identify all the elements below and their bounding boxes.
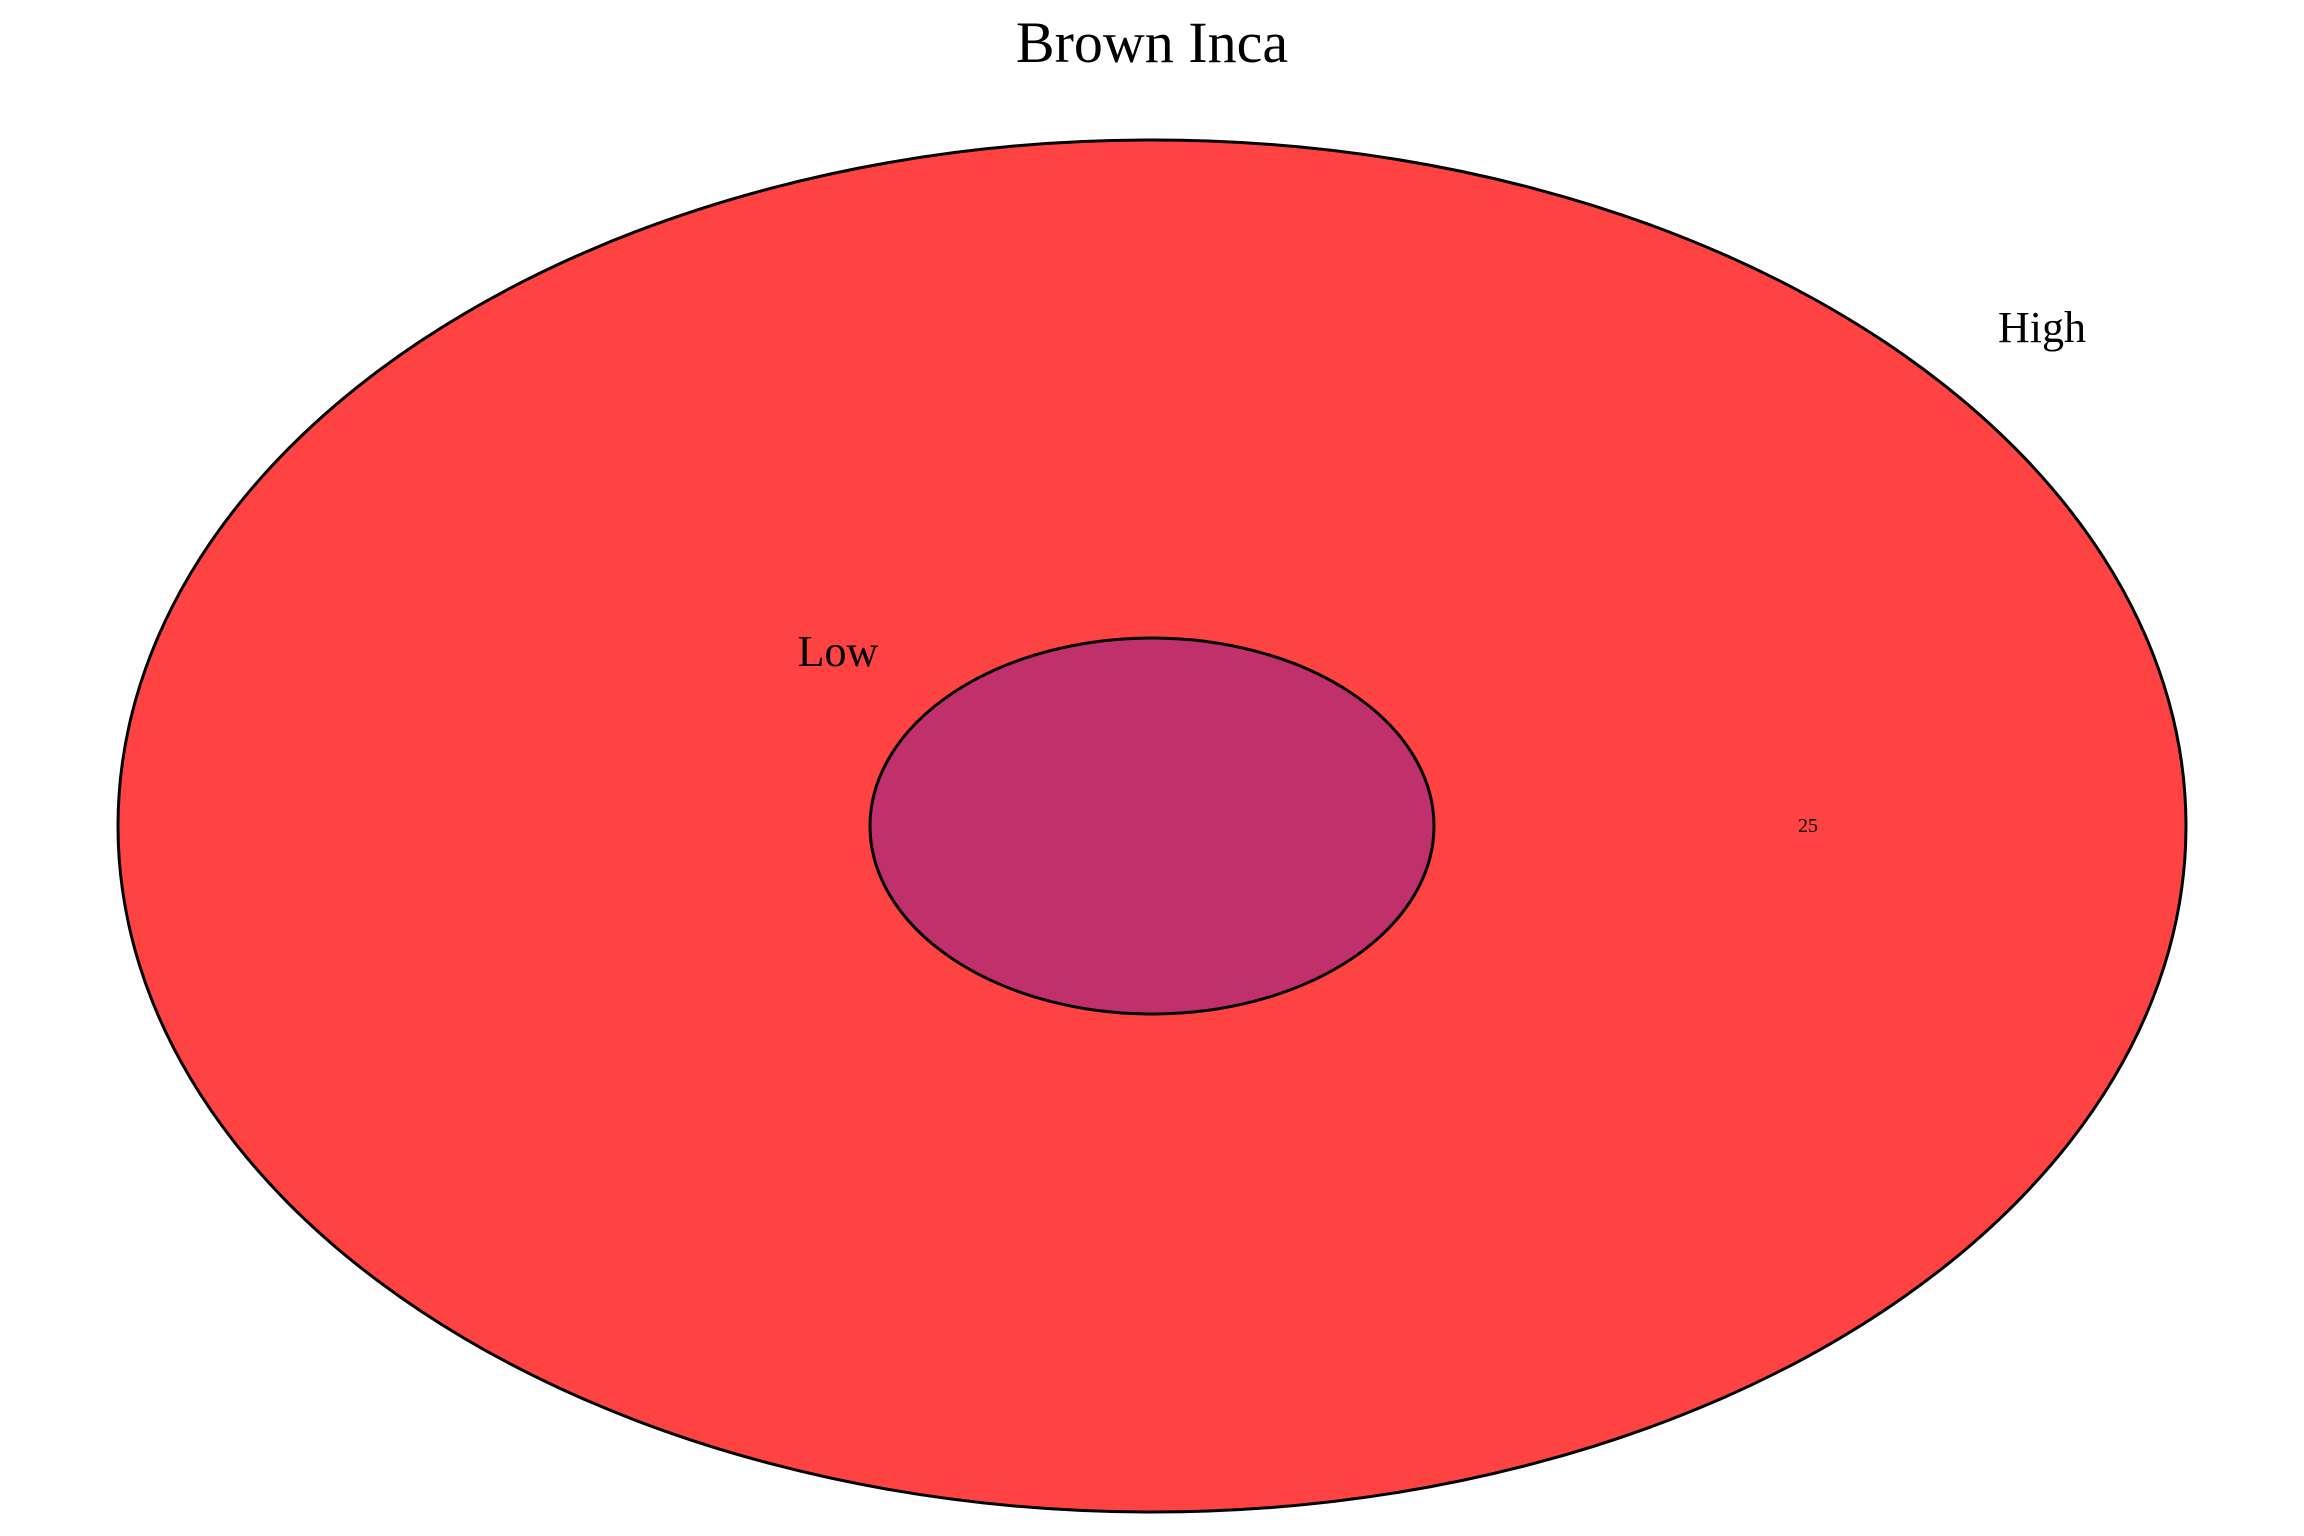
set-high-label: High [1998, 303, 2086, 352]
high-only-count-label: 25 [1798, 815, 1818, 837]
diagram-title: Brown Inca [1016, 10, 1288, 75]
set-low-label: Low [798, 627, 879, 676]
set-low-ellipse [868, 636, 1436, 1016]
